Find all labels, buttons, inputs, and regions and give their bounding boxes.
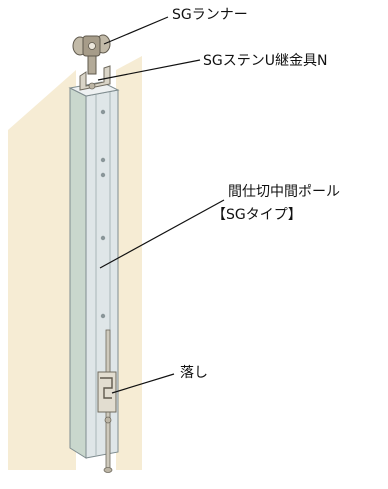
- pole-hole: [100, 172, 106, 178]
- pole-hole: [100, 313, 106, 319]
- u-bracket-bolt: [88, 82, 96, 90]
- leader-bracket: [97, 59, 201, 81]
- label-pole-type: 【SGタイプ】: [212, 207, 302, 223]
- runner: [72, 34, 111, 75]
- pole-hole: [100, 235, 106, 241]
- label-pole-name: 間仕切中間ポール: [228, 184, 340, 200]
- runner-hub: [88, 42, 96, 50]
- runner-stem: [87, 53, 97, 75]
- label-runner: SGランナー: [172, 7, 248, 23]
- wall-panel: [8, 70, 76, 470]
- wall-panel-back: [116, 56, 142, 470]
- label-drop: 落し: [180, 365, 208, 381]
- pole-hole: [100, 109, 106, 115]
- pole-left-face: [69, 87, 87, 459]
- drop-bolt: [97, 329, 117, 473]
- leader-pole: [99, 199, 225, 269]
- drop-bolt-nut: [104, 416, 112, 424]
- leader-runner: [103, 16, 169, 45]
- pole-hole: [100, 157, 106, 163]
- label-u-bracket: SGステンU継金具N: [203, 53, 328, 69]
- leader-drop: [111, 373, 175, 394]
- drop-bolt-tip: [103, 467, 113, 473]
- drop-bolt-handle: [100, 377, 113, 399]
